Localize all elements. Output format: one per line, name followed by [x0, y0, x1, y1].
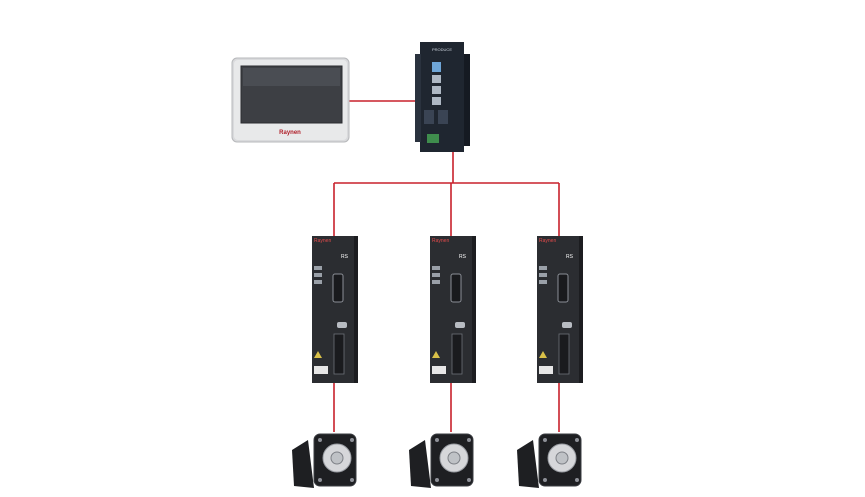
drive-model-label: RS — [566, 254, 574, 260]
drive-model-label: RS — [459, 254, 467, 260]
drive-model-label: RS — [341, 254, 349, 260]
hmi-panel: Raynen — [231, 57, 350, 143]
controller: PRODUCE — [415, 42, 470, 152]
servo-motor-1 — [292, 433, 357, 488]
drive-3: Raynen RS — [537, 236, 583, 383]
drive-2: Raynen RS — [430, 236, 476, 383]
wiring — [333, 100, 560, 432]
drive-connector — [557, 273, 569, 303]
drive-brand-label: Raynen — [432, 238, 449, 244]
controller-label: PRODUCE — [432, 47, 452, 52]
servo-motor-2 — [409, 433, 474, 488]
servo-motor-3 — [517, 433, 582, 488]
drive-connector — [332, 273, 344, 303]
hmi-brand-label: Raynen — [279, 130, 301, 136]
controller-terminal — [427, 134, 439, 143]
drive-1: Raynen RS — [312, 236, 358, 383]
drive-brand-label: Raynen — [539, 238, 556, 244]
drive-connector — [450, 273, 462, 303]
drive-brand-label: Raynen — [314, 238, 331, 244]
